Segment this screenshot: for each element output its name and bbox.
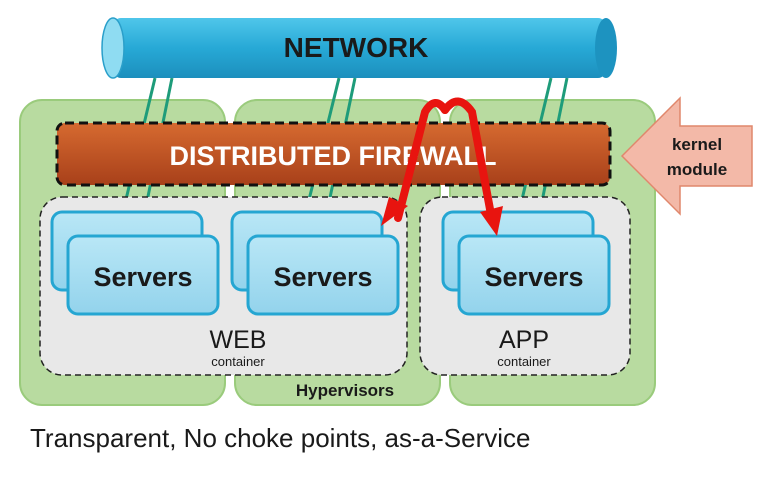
distributed-firewall-bar xyxy=(55,121,612,187)
server-card-web1 xyxy=(66,234,220,316)
app-container-subtitle: container xyxy=(497,354,551,369)
traffic-arrowhead-web xyxy=(381,197,408,226)
network-pipe xyxy=(101,17,617,79)
network-label: NETWORK xyxy=(284,32,429,63)
traffic-flow-arrows xyxy=(394,97,496,224)
distributed-firewall-label: DISTRIBUTED FIREWALL xyxy=(170,141,497,171)
caption: Transparent, No choke points, as-a-Servi… xyxy=(30,423,531,453)
traffic-arrowhead-app xyxy=(480,206,503,236)
server-card-app xyxy=(457,234,611,316)
web-container-subtitle: container xyxy=(211,354,265,369)
server-card-web2 xyxy=(246,234,400,316)
traffic-arrow-to-app xyxy=(441,97,496,224)
servers-label-web1: Servers xyxy=(93,262,192,292)
app-container-title: APP xyxy=(499,326,549,354)
hypervisors-label: Hypervisors xyxy=(296,381,394,400)
servers-label-app: Servers xyxy=(484,262,583,292)
web-container-title: WEB xyxy=(210,326,267,354)
servers-label-web2: Servers xyxy=(273,262,372,292)
kernel-module-arrow xyxy=(620,96,753,216)
kernel-module-label-line1: kernel xyxy=(672,135,722,154)
kernel-module-label-line2: module xyxy=(667,160,727,179)
